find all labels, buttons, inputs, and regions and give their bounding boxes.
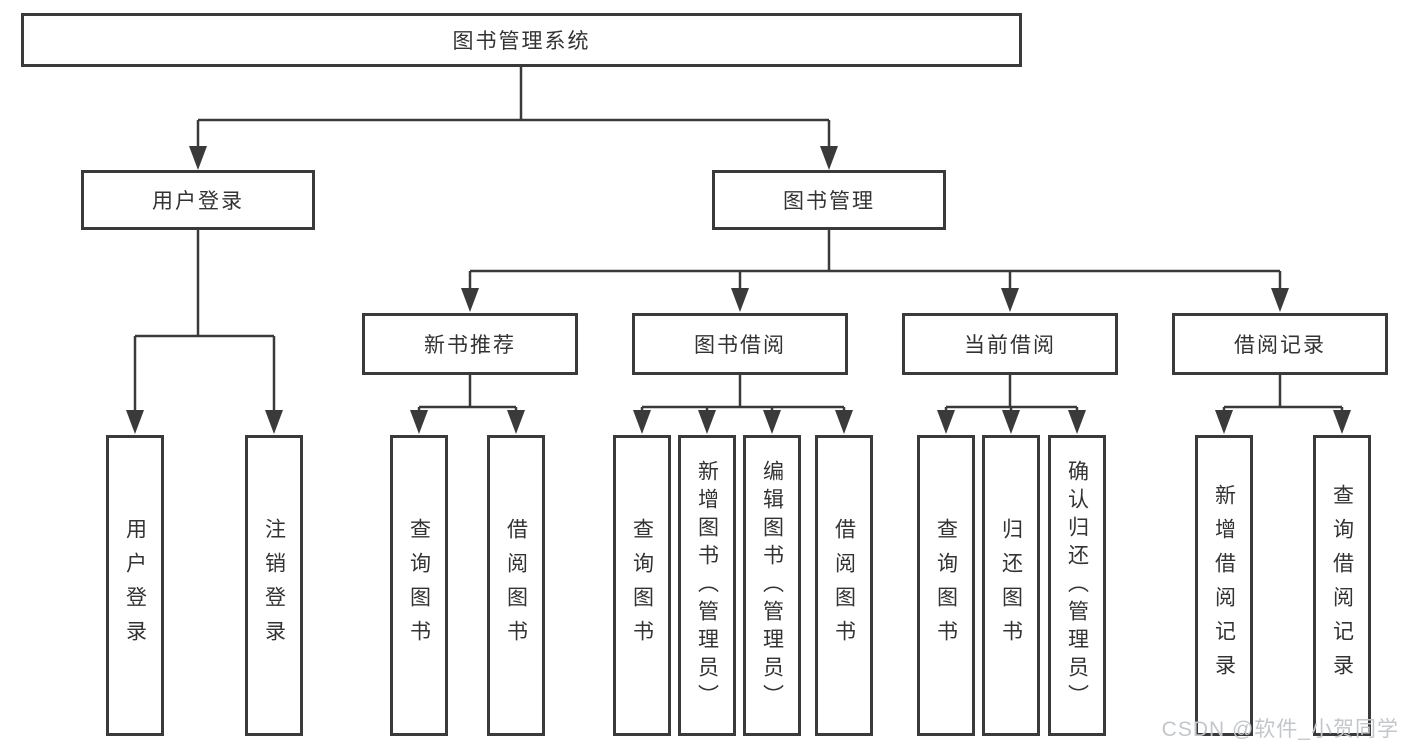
node-new-book-recommend: 新书推荐 xyxy=(362,313,578,375)
leaf-edit-books-admin-label: 编辑图书（管理员） xyxy=(760,459,784,712)
arrowheads xyxy=(126,146,1351,434)
leaf-query-books-borrow: 查询图书 xyxy=(613,435,671,736)
leaf-borrow-books-recommend: 借阅图书 xyxy=(487,435,545,736)
node-book-borrow: 图书借阅 xyxy=(632,313,848,375)
node-user-login-label: 用户登录 xyxy=(152,190,244,213)
leaf-return-books: 归还图书 xyxy=(982,435,1040,736)
leaf-query-borrow-record-label: 查询借阅记录 xyxy=(1330,483,1354,688)
node-book-management: 图书管理 xyxy=(712,170,946,230)
node-book-management-label: 图书管理 xyxy=(783,190,875,213)
leaf-logout-label: 注销登录 xyxy=(262,517,286,654)
leaf-edit-books-admin: 编辑图书（管理员） xyxy=(743,435,801,736)
leaf-borrow-books-label: 借阅图书 xyxy=(832,517,856,654)
leaf-user-login-label: 用户登录 xyxy=(123,517,147,654)
node-user-login: 用户登录 xyxy=(81,170,315,230)
leaf-confirm-return-admin-label: 确认归还（管理员） xyxy=(1065,459,1089,712)
leaf-logout: 注销登录 xyxy=(245,435,303,736)
leaf-add-books-admin-label: 新增图书（管理员） xyxy=(695,459,719,712)
leaf-user-login: 用户登录 xyxy=(106,435,164,736)
node-borrow-records-label: 借阅记录 xyxy=(1234,334,1326,357)
node-new-book-recommend-label: 新书推荐 xyxy=(424,334,516,357)
node-library-system-label: 图书管理系统 xyxy=(452,30,591,53)
node-borrow-records: 借阅记录 xyxy=(1172,313,1388,375)
csdn-watermark: CSDN @软件_小贺同学 xyxy=(1161,718,1399,741)
leaf-add-books-admin: 新增图书（管理员） xyxy=(678,435,736,736)
leaf-query-books-current-label: 查询图书 xyxy=(934,517,958,654)
leaf-query-borrow-record: 查询借阅记录 xyxy=(1313,435,1371,736)
leaf-query-books-current: 查询图书 xyxy=(917,435,975,736)
leaf-borrow-books: 借阅图书 xyxy=(815,435,873,736)
leaf-borrow-books-recommend-label: 借阅图书 xyxy=(504,517,528,654)
node-current-borrow-label: 当前借阅 xyxy=(964,334,1056,357)
leaf-query-books-recommend-label: 查询图书 xyxy=(407,517,431,654)
node-book-borrow-label: 图书借阅 xyxy=(694,334,786,357)
leaf-return-books-label: 归还图书 xyxy=(999,517,1023,654)
leaf-query-books-recommend: 查询图书 xyxy=(390,435,448,736)
node-current-borrow: 当前借阅 xyxy=(902,313,1118,375)
leaf-add-borrow-record: 新增借阅记录 xyxy=(1195,435,1253,736)
leaf-confirm-return-admin: 确认归还（管理员） xyxy=(1048,435,1106,736)
node-library-system: 图书管理系统 xyxy=(21,13,1022,67)
leaf-query-books-borrow-label: 查询图书 xyxy=(630,517,654,654)
leaf-add-borrow-record-label: 新增借阅记录 xyxy=(1212,483,1236,688)
